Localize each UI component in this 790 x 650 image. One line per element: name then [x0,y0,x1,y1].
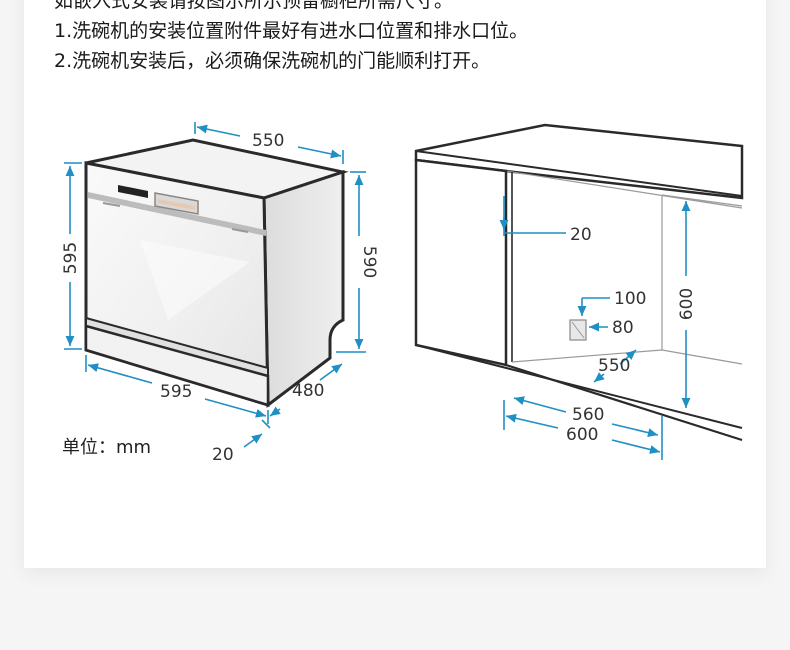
dim-width-top: 550 [252,131,284,151]
dim-outer-width: 600 [566,425,598,445]
dim-inner-width: 560 [572,405,604,425]
appliance-dimensions [64,122,366,448]
unit-label: 单位：mm [62,437,151,458]
dim-side-gap: 20 [570,225,592,245]
dim-width-bottom: 595 [160,382,192,402]
cabinet-drawing [414,123,744,442]
note-2: 2.洗碗机安装后，必须确保洗碗机的门能顺利打开。 [54,50,491,72]
note-1: 1.洗碗机的安装位置附件最好有进水口位置和排水口位。 [54,20,529,42]
dim-cabinet-depth: 550 [598,356,630,376]
dishwasher-drawing [84,138,349,408]
dim-cabinet-height: 600 [677,288,697,320]
dim-pipe-width: 80 [612,318,634,338]
dim-height-side: 590 [359,246,379,278]
dim-depth: 480 [292,381,324,401]
installation-notes: 如嵌入式安装请按图示所示预留橱柜所需尺寸。 1.洗碗机的安装位置附件最好有进水口… [54,0,754,76]
note-intro: 如嵌入式安装请按图示所示预留橱柜所需尺寸。 [54,0,454,12]
dim-height-front: 595 [61,242,81,274]
dim-door-offset: 20 [212,445,234,465]
cabinet-dimensions [499,196,691,460]
dim-pipe-height: 100 [614,289,646,309]
